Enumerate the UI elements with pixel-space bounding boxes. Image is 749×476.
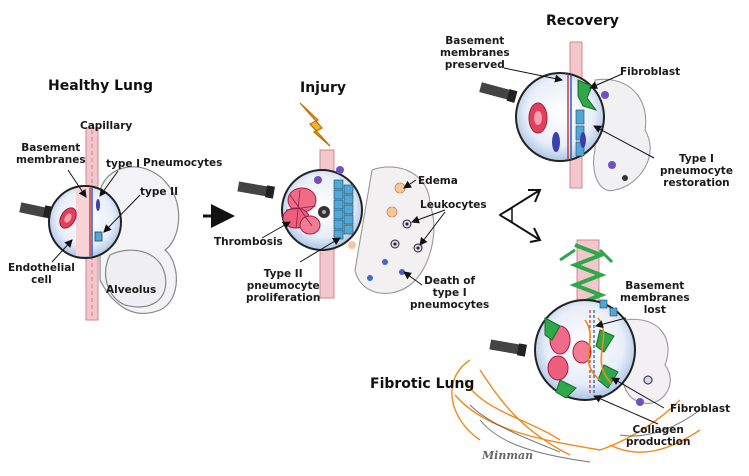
type1-nucleus: [96, 199, 100, 211]
label-thrombosis: Thrombosis: [214, 236, 283, 248]
title-fibrotic-lung: Fibrotic Lung: [370, 376, 475, 392]
label-fibroblast-recovery: Fibroblast: [620, 66, 681, 78]
collagen-fibers: [451, 359, 701, 456]
label-alveolus: Alveolus: [106, 284, 157, 296]
label-type-ii: type II: [140, 186, 178, 198]
alveolus-sac-2: [105, 249, 167, 308]
label-edema: Edema: [418, 175, 458, 187]
microscope-icon-3: [479, 82, 518, 103]
label-capillary: Capillary: [80, 120, 133, 132]
type2-proliferation: [333, 179, 354, 240]
fibrotic-panel: [451, 239, 701, 463]
leader-lines: [51, 67, 665, 425]
artist-signature: Minman: [482, 449, 534, 462]
thrombosis-clot: [282, 187, 321, 235]
microscope-icon-4: [489, 339, 527, 357]
label-pneumocytes: Pneumocytes: [143, 157, 223, 169]
branch-arrow: [499, 189, 542, 243]
label-leukocytes: Leukocytes: [420, 199, 487, 211]
recovery-panel: [479, 41, 651, 192]
microscope-icon-2: [237, 181, 275, 199]
title-injury: Injury: [300, 80, 346, 96]
type2-cell: [94, 231, 103, 242]
lightning-icon: [299, 102, 331, 147]
title-healthy-lung: Healthy Lung: [48, 78, 153, 94]
title-recovery: Recovery: [546, 13, 619, 29]
label-fibroblast-fibrotic: Fibroblast: [670, 403, 731, 415]
label-type-i: type I: [106, 158, 141, 170]
microscope-icon: [19, 202, 54, 219]
injury-panel: [237, 102, 435, 299]
